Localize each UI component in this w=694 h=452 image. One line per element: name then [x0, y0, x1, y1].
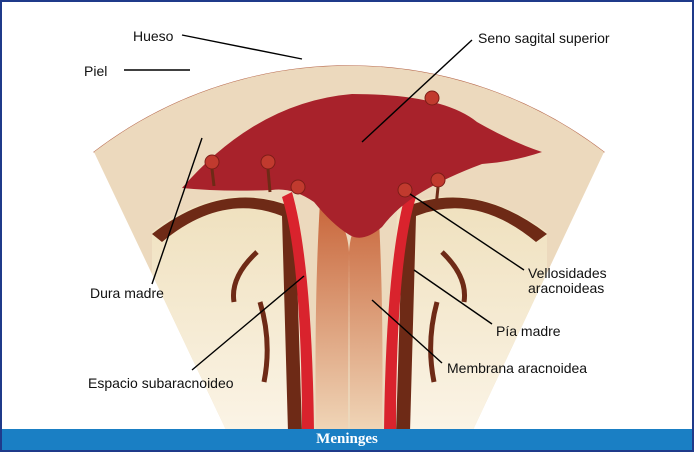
leader-hueso: [182, 35, 302, 59]
label-vellosidades-2: aracnoideas: [528, 280, 604, 296]
label-espacio: Espacio subaracnoideo: [88, 375, 234, 391]
label-membrana: Membrana aracnoidea: [447, 360, 587, 376]
figure-caption: Meninges: [2, 429, 692, 450]
falx-left: [316, 202, 350, 432]
label-pia: Pía madre: [496, 323, 561, 339]
label-vellosidades-1: Vellosidades: [528, 265, 607, 281]
label-hueso: Hueso: [133, 28, 174, 44]
meninges-illustration: Hueso Piel Seno sagital superior Dura ma…: [2, 2, 692, 432]
label-seno: Seno sagital superior: [478, 30, 610, 46]
label-piel: Piel: [84, 63, 107, 79]
label-dura: Dura madre: [90, 285, 164, 301]
